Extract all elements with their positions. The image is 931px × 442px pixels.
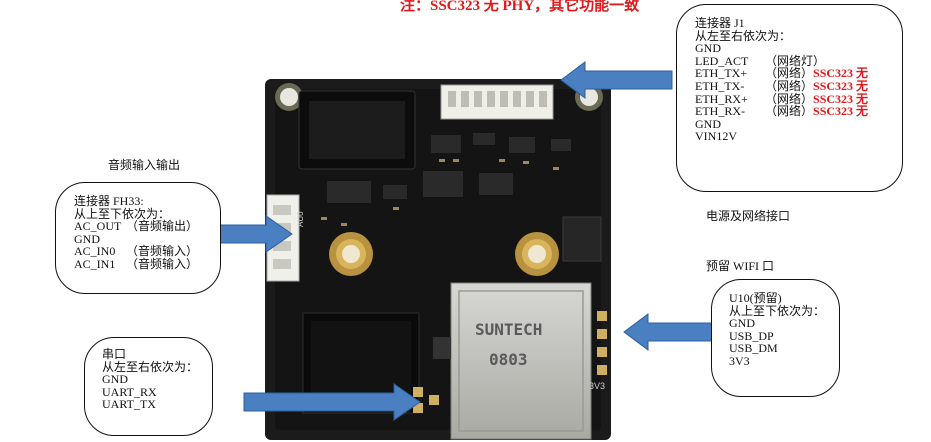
fh33-pin-name: AC_IN0 xyxy=(74,244,116,259)
j1-pin-flag: SSC323 无 xyxy=(813,104,869,119)
j1-pin-row: ETH_RX- （网络）SSC323 无 xyxy=(695,105,902,118)
label-wifi-reserved: 预留 WIFI 口 xyxy=(706,259,774,273)
fh33-pin-row: AC_IN0 （音频输入） xyxy=(74,245,220,258)
j1-pin-flag: SSC323 无 xyxy=(813,91,869,106)
uart-pin-row: UART_TX xyxy=(102,397,156,412)
uart-pin-row: UART_RX xyxy=(102,384,157,399)
j1-pin-name: ETH_RX- xyxy=(695,104,745,119)
label-power-network: 电源及网络接口 xyxy=(706,209,791,223)
pcb-board: AU0 SUNTECH 0803 3V3 xyxy=(265,79,611,440)
j1-pin-name: VIN12V xyxy=(695,129,737,144)
j1-pin-row: GND xyxy=(695,42,902,55)
mounting-hole-center-right xyxy=(515,232,559,276)
mounting-hole-top-left xyxy=(275,83,303,111)
fh33-pin-note: （音频输入） xyxy=(126,244,199,259)
sd-chip-code: 0803 xyxy=(489,350,528,369)
j1-pin-note: （网络） xyxy=(765,91,814,106)
mounting-hole-top-right xyxy=(575,83,603,111)
fh33-pin-row: AC_IN1 （音频输入） xyxy=(74,258,220,271)
fh33-pin-row: AC_OUT （音频输出） xyxy=(74,220,220,233)
silk-3v3: 3V3 xyxy=(589,381,605,391)
u10-title: U10(预留) xyxy=(729,291,782,305)
top-note: 注：SSC323 无 PHY，其它功能一致 xyxy=(400,0,640,14)
j1-pin-note: （网络灯） xyxy=(765,53,826,68)
j1-pin-row: ETH_RX+ （网络）SSC323 无 xyxy=(695,91,902,106)
fh33-pin-note: （音频输入） xyxy=(126,256,199,271)
uart-order: 从左至右依次为： xyxy=(102,359,199,374)
j1-pin-note: （网络） xyxy=(765,66,814,81)
j1-pin-row: GND xyxy=(695,118,902,131)
j1-pin-note: （网络） xyxy=(765,104,814,119)
j1-pin-flag: SSC323 无 xyxy=(813,66,869,81)
j1-pin-row: ETH_TX+ （网络）SSC323 无 xyxy=(695,67,902,80)
j1-pin-name: GND xyxy=(695,116,721,131)
u10-pin-row: USB_DM xyxy=(729,341,778,356)
arrow-to-u10 xyxy=(623,313,715,351)
j1-title: 连接器 J1 xyxy=(695,16,745,30)
j1-order: 从左至右依次为： xyxy=(695,28,792,43)
fh33-pin-name: AC_IN1 xyxy=(74,256,116,271)
j1-pin-name: LED_ACT xyxy=(695,53,749,68)
j1-pin-flag: SSC323 无 xyxy=(813,78,869,93)
connector-j1-header xyxy=(440,84,554,120)
u10-pin-row: 3V3 xyxy=(729,353,750,368)
j1-pin-name: GND xyxy=(695,41,721,56)
j1-pin-row: ETH_TX- （网络）SSC323 无 xyxy=(695,80,902,93)
j1-pin-note: （网络） xyxy=(765,78,814,93)
silk-au0: AU0 xyxy=(296,211,305,227)
u10-pin-row: GND xyxy=(729,316,755,331)
crystal xyxy=(433,337,451,359)
fh33-pin-note: （音频输出） xyxy=(126,219,199,234)
j1-pin-name: ETH_TX+ xyxy=(695,66,748,81)
fh33-order: 从上至下依次为： xyxy=(74,206,171,221)
j1-pin-name: ETH_TX- xyxy=(695,78,745,93)
j1-pin-name: ETH_RX+ xyxy=(695,91,748,106)
mounting-hole-center-left xyxy=(329,232,373,276)
fh33-pin-name: GND xyxy=(74,231,100,246)
sd-chip-brand: SUNTECH xyxy=(475,320,542,339)
u10-pads xyxy=(597,311,607,375)
label-audio-io: 音频输入输出 xyxy=(108,158,181,172)
sd-card-slot xyxy=(450,282,592,440)
uart-title: 串口 xyxy=(102,347,127,361)
u10-pin-row: USB_DP xyxy=(729,328,774,343)
j1-pin-row: VIN12V xyxy=(695,130,902,143)
fh33-pin-row: GND xyxy=(74,233,220,246)
j1-pin-row: LED_ACT （网络灯） xyxy=(695,53,902,68)
uart-pin-row: GND xyxy=(102,372,128,387)
fh33-pin-name: AC_OUT xyxy=(74,219,122,234)
fh33-title: 连接器 FH33: xyxy=(74,194,144,208)
ic-right xyxy=(562,216,602,262)
u10-order: 从上至下依次为： xyxy=(729,303,826,318)
